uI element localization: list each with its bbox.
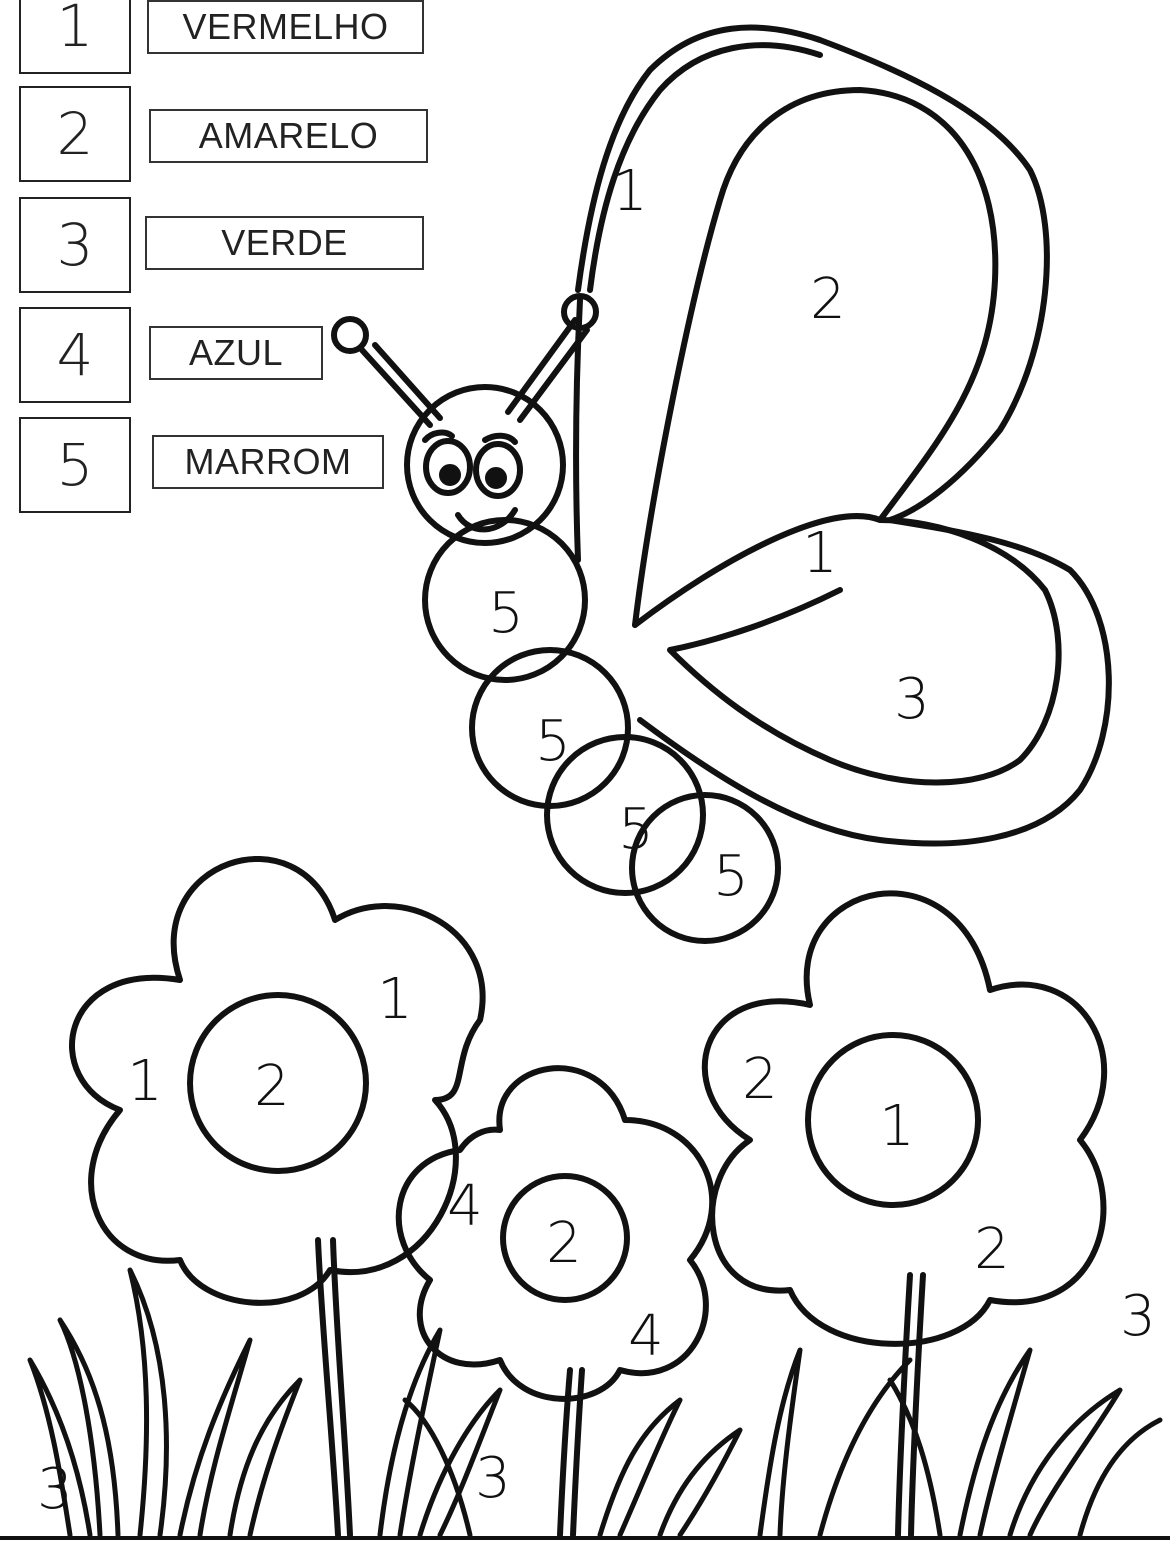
- wing-outline-top-number: 1: [612, 159, 648, 224]
- legend-color-azul: AZUL: [149, 326, 323, 380]
- grass-middle-number: 3: [475, 1446, 511, 1511]
- flower-stems: [315, 1237, 926, 1538]
- left-flower-petal-b-number: 1: [127, 1049, 163, 1114]
- left-flower: [69, 855, 486, 1306]
- wing-upper-number: 2: [810, 267, 846, 332]
- grass-left-number: 3: [37, 1457, 73, 1522]
- region-numbers: 1 2 1 3 5 5 5 5 1 1 2 4 4 2 2 2 1 3 3 3: [37, 159, 1156, 1522]
- body-seg-4-number: 5: [713, 844, 749, 909]
- middle-flower: [395, 1065, 716, 1402]
- butterfly-wings: [572, 24, 1112, 847]
- legend-color-verde: VERDE: [145, 216, 424, 270]
- butterfly-head: [404, 384, 566, 546]
- wing-outline-mid-number: 1: [802, 521, 838, 586]
- butterfly-body: [422, 517, 781, 944]
- legend-number-1: 1: [19, 0, 131, 74]
- legend-number-4: 4: [19, 307, 131, 403]
- legend-number-2: 2: [19, 86, 131, 182]
- left-flower-center-number: 2: [254, 1054, 290, 1119]
- legend-number-5: 5: [19, 417, 131, 513]
- middle-flower-petal-a-number: 4: [447, 1174, 483, 1239]
- middle-flower-center-number: 2: [546, 1211, 582, 1276]
- wing-lower-number: 3: [894, 667, 930, 732]
- right-flower-petal-a-number: 2: [742, 1047, 778, 1112]
- right-flower: [701, 890, 1108, 1347]
- butterfly-antennae: [331, 293, 599, 428]
- right-flower-center-number: 1: [879, 1094, 915, 1159]
- legend-number-3: 3: [19, 197, 131, 293]
- body-seg-2-number: 5: [535, 709, 571, 774]
- grass: [27, 1267, 1163, 1538]
- grass-right-number: 3: [1120, 1284, 1156, 1349]
- right-flower-petal-b-number: 2: [974, 1217, 1010, 1282]
- body-seg-1-number: 5: [488, 581, 524, 646]
- middle-flower-petal-b-number: 4: [628, 1304, 664, 1369]
- legend-color-marrom: MARROM: [152, 435, 384, 489]
- left-flower-petal-a-number: 1: [377, 967, 413, 1032]
- body-seg-3-number: 5: [618, 797, 654, 862]
- legend-color-amarelo: AMARELO: [149, 109, 428, 163]
- legend-color-vermelho: VERMELHO: [147, 0, 424, 54]
